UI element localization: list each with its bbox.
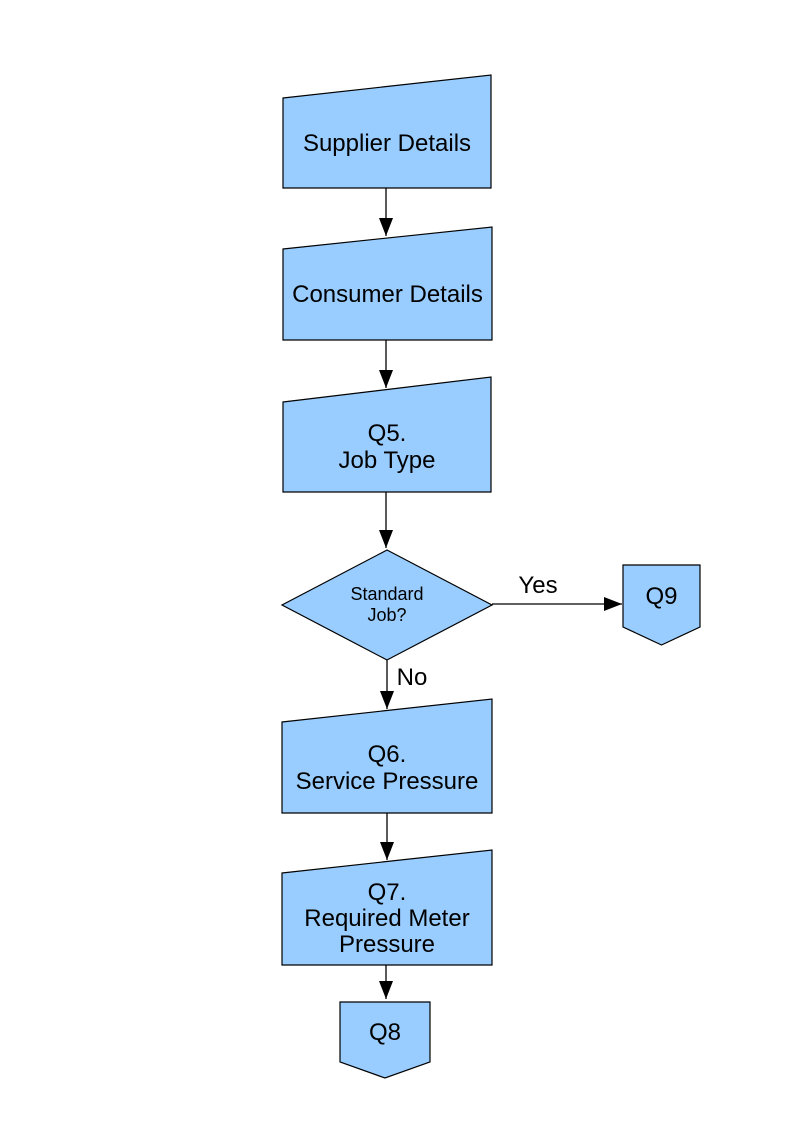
q7-required-meter-pressure-node <box>281 849 493 966</box>
no-edge-label: No <box>396 663 428 691</box>
q5-job-type-node <box>282 376 492 493</box>
q7-required-meter-pressure-label: Q7. Required Meter Pressure <box>304 879 470 958</box>
q9-connector-node <box>622 564 701 646</box>
supplier-details-label: Supplier Details <box>302 129 472 157</box>
yes-edge-label: Yes <box>518 571 558 599</box>
consumer-details-label: Consumer Details <box>292 281 483 308</box>
consumer-details-node <box>282 226 493 341</box>
standard-job-decision-label: Standard Job? <box>350 584 424 625</box>
supplier-details-node <box>282 74 492 189</box>
q6-service-pressure-node <box>281 698 493 814</box>
q8-connector-label: Q8 <box>368 1018 401 1046</box>
q6-service-pressure-label: Q6. Service Pressure <box>295 740 479 795</box>
standard-job-decision-node <box>280 549 494 661</box>
q5-job-type-label: Q5. Job Type <box>338 420 436 474</box>
q8-connector-node <box>339 1001 431 1079</box>
q9-connector-label: Q9 <box>645 582 678 610</box>
